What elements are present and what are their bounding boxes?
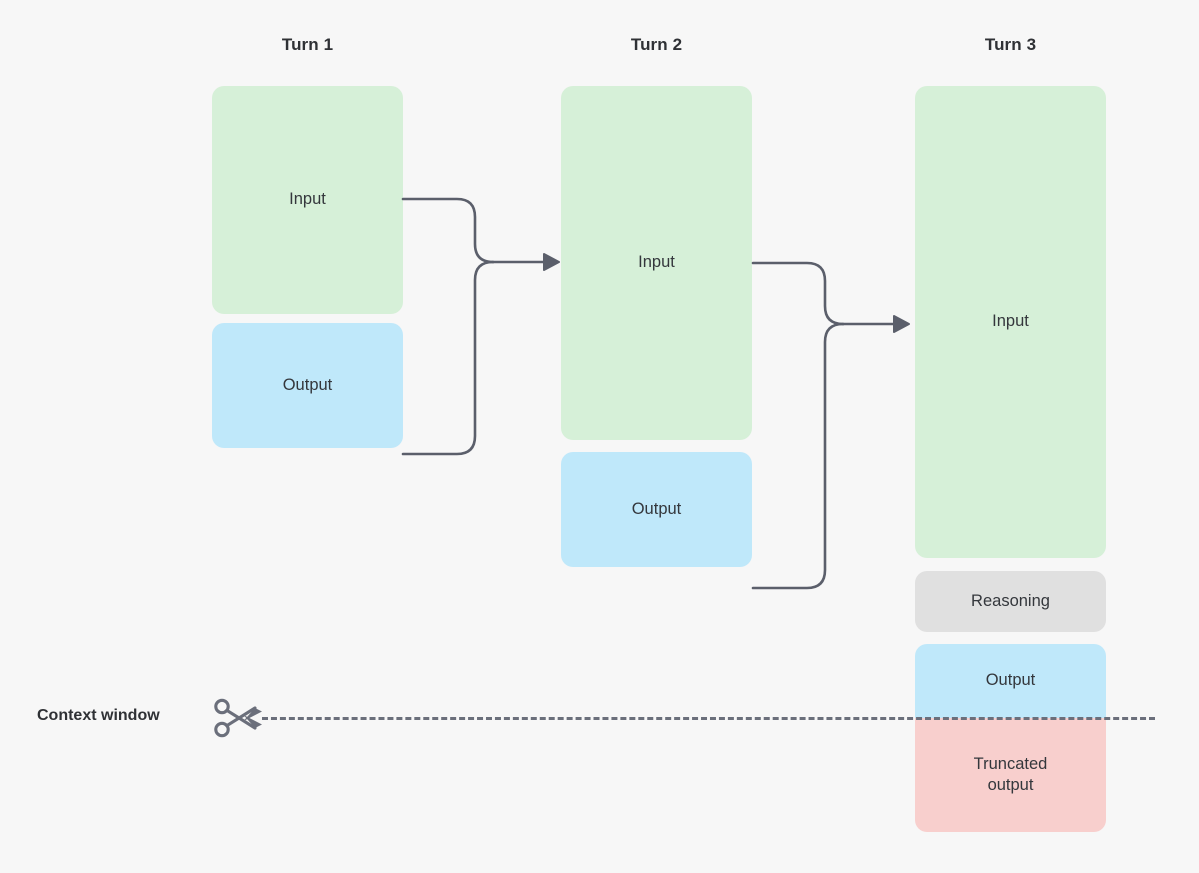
- column-title-turn-3: Turn 3: [984, 35, 1037, 54]
- connector-turn-2-to-turn-3: [751, 261, 910, 590]
- context-window-cut-line: [262, 717, 1155, 720]
- turn-1-output-label: Output: [282, 375, 333, 394]
- scissors-lower-blade: [243, 715, 262, 728]
- turn-3-truncated-output-box[interactable]: Truncated output: [915, 718, 1106, 832]
- turn-2-input-label: Input: [638, 253, 675, 272]
- turn-1-input-label: Input: [289, 190, 326, 209]
- connector-1-arrowhead: [543, 253, 560, 271]
- turn-3-reasoning-box[interactable]: Reasoning: [915, 571, 1106, 632]
- context-window-label: Context window: [37, 707, 160, 724]
- turn-2-input-box[interactable]: Input: [561, 86, 752, 440]
- turn-3-truncated-output-label: Truncated output: [973, 754, 1048, 794]
- turn-3-input-box[interactable]: Input: [915, 86, 1106, 558]
- connector-1-lower-branch: [401, 260, 495, 456]
- connector-turn-1-to-turn-2: [401, 197, 560, 456]
- connector-2-lower-branch: [751, 322, 845, 590]
- connector-2-upper-branch: [751, 261, 845, 326]
- connector-1-upper-branch: [401, 197, 495, 264]
- turn-2-output-box[interactable]: Output: [561, 452, 752, 567]
- column-title-turn-2: Turn 2: [630, 35, 683, 54]
- turn-3-reasoning-label: Reasoning: [971, 591, 1050, 610]
- turn-3-input-label: Input: [992, 312, 1029, 331]
- turn-2-output-label: Output: [631, 499, 682, 518]
- turn-1-input-box[interactable]: Input: [212, 86, 403, 314]
- turn-3-output-box[interactable]: Output: [915, 644, 1106, 718]
- connector-2-arrowhead: [893, 315, 910, 333]
- column-title-turn-1: Turn 1: [281, 35, 334, 54]
- turn-3-output-label: Output: [985, 671, 1036, 690]
- scissors-icon: [214, 698, 262, 738]
- turn-1-output-box[interactable]: Output: [212, 323, 403, 448]
